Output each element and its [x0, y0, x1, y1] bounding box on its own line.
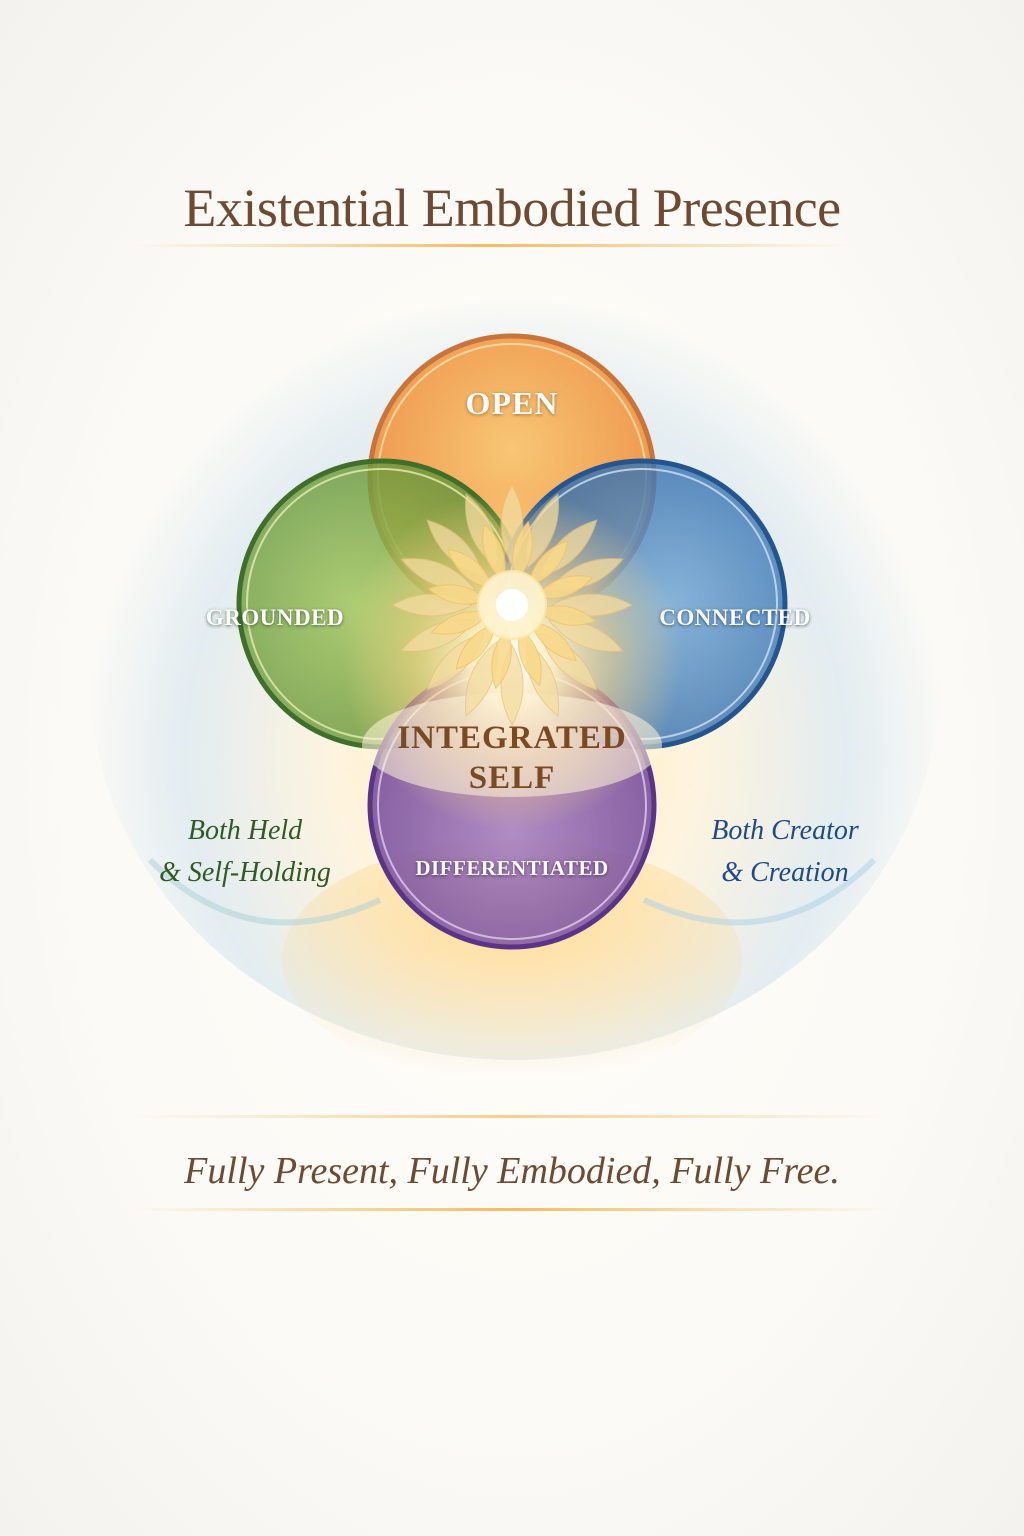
tagline-bottom-rule: [130, 1208, 890, 1211]
side-right-line-2: & Creation: [721, 857, 849, 888]
integrated-self-band: [362, 693, 662, 797]
integrated-line-1: INTEGRATED: [397, 720, 627, 756]
side-caption-left: Both Held & Self-Holding: [120, 810, 370, 894]
title-underline: [130, 244, 850, 247]
side-left-line-2: & Self-Holding: [159, 857, 331, 888]
side-left-line-1: Both Held: [187, 815, 303, 846]
tagline: Fully Present, Fully Embodied, Fully Fre…: [184, 1150, 840, 1192]
label-differentiated: DIFFERENTIATED: [415, 856, 609, 880]
side-caption-right: Both Creator & Creation: [660, 810, 910, 894]
light-rays: [282, 840, 742, 1080]
label-open: OPEN: [465, 385, 559, 421]
swoosh-right: [642, 857, 877, 926]
label-grounded: GROUNDED: [205, 605, 345, 630]
swoosh-left: [147, 857, 382, 926]
side-right-line-1: Both Creator: [711, 815, 859, 846]
label-connected: CONNECTED: [659, 605, 811, 630]
tagline-top-rule: [130, 1115, 890, 1118]
lotus-icon: [390, 483, 634, 727]
integrated-line-2: SELF: [468, 760, 556, 796]
label-integrated-self: INTEGRATED SELF: [362, 718, 662, 798]
page-title: Existential Embodied Presence: [183, 178, 841, 238]
